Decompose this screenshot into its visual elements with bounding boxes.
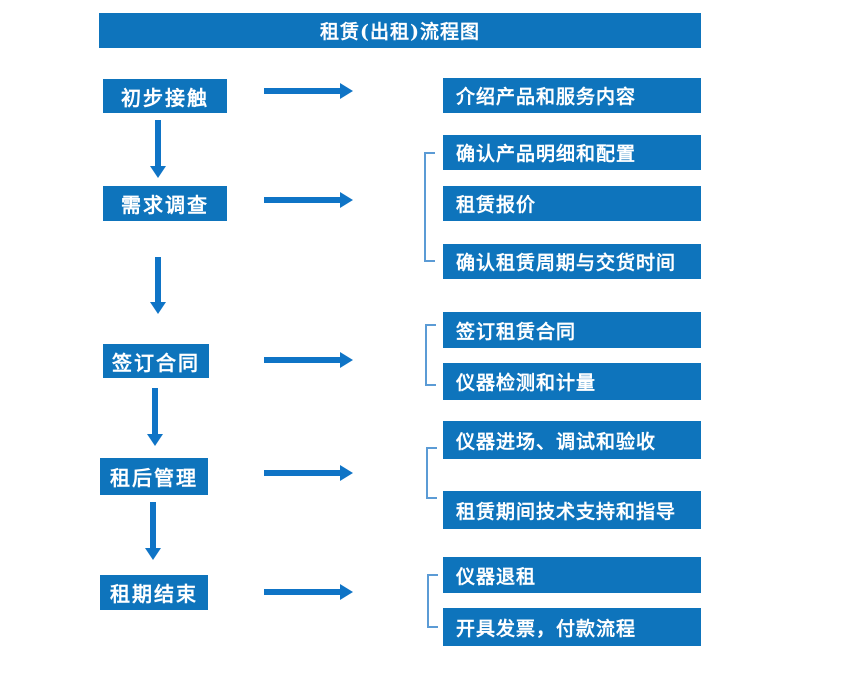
group-bracket — [427, 574, 438, 628]
right-arrow-icon — [264, 352, 353, 368]
output-label: 签订租赁合同 — [456, 320, 577, 343]
down-arrow-icon — [150, 120, 166, 178]
output-label: 租赁期间技术支持和指导 — [456, 500, 677, 523]
stage-label: 签订合同 — [112, 350, 200, 375]
stage-box-sign-contract: 签订合同 — [103, 344, 209, 378]
group-bracket — [424, 152, 435, 262]
output-label: 租赁报价 — [456, 194, 537, 216]
output-box: 租赁期间技术支持和指导 — [443, 491, 701, 529]
output-label: 仪器进场、调试和验收 — [456, 430, 657, 453]
output-box: 确认租赁周期与交货时间 — [443, 244, 701, 279]
right-arrow-icon — [264, 584, 353, 600]
right-arrow-icon — [264, 465, 353, 481]
output-label: 仪器检测和计量 — [456, 372, 597, 394]
output-box: 开具发票，付款流程 — [443, 608, 701, 646]
down-arrow-icon — [145, 502, 161, 560]
stage-label: 初步接触 — [121, 85, 209, 110]
group-bracket — [425, 324, 436, 386]
stage-label: 需求调查 — [121, 193, 209, 217]
output-box: 介绍产品和服务内容 — [443, 78, 701, 113]
output-box: 仪器退租 — [443, 557, 701, 593]
flowchart-title: 租赁(出租)流程图 — [320, 21, 480, 43]
group-bracket — [426, 447, 437, 499]
stage-box-rental-end: 租期结束 — [100, 575, 208, 610]
output-label: 确认产品明细和配置 — [456, 143, 637, 165]
flowchart-title-banner: 租赁(出租)流程图 — [99, 13, 701, 48]
stage-label: 租期结束 — [110, 582, 198, 606]
down-arrow-icon — [147, 388, 163, 446]
output-label: 开具发票，付款流程 — [456, 617, 637, 640]
stage-box-demand-survey: 需求调查 — [103, 186, 227, 221]
output-box: 确认产品明细和配置 — [443, 135, 701, 170]
output-label: 仪器退租 — [456, 565, 537, 588]
right-arrow-icon — [264, 83, 353, 99]
output-box: 租赁报价 — [443, 186, 701, 221]
stage-box-post-rental-management: 租后管理 — [100, 458, 208, 495]
output-box: 仪器检测和计量 — [443, 363, 701, 400]
stage-box-initial-contact: 初步接触 — [103, 79, 227, 113]
output-label: 介绍产品和服务内容 — [456, 86, 637, 108]
right-arrow-icon — [264, 192, 353, 208]
output-box: 仪器进场、调试和验收 — [443, 421, 701, 459]
output-box: 签订租赁合同 — [443, 312, 701, 348]
output-label: 确认租赁周期与交货时间 — [456, 252, 677, 274]
stage-label: 租后管理 — [110, 466, 198, 490]
down-arrow-icon — [150, 257, 166, 314]
